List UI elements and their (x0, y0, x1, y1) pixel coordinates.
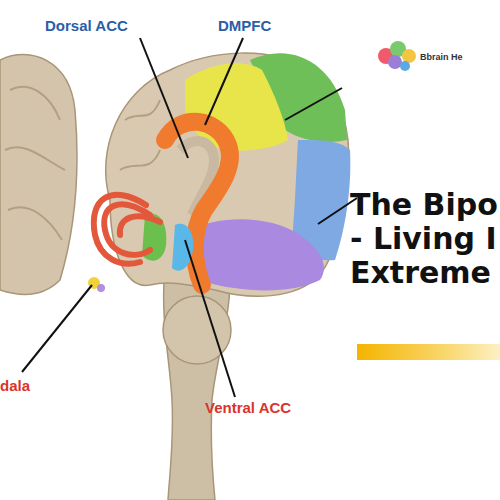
accent-bar (357, 344, 500, 360)
region-label: DMPFC (218, 18, 271, 35)
leader-line (22, 38, 357, 397)
region-label: dala (0, 378, 30, 395)
region-label: Dorsal ACC (45, 18, 128, 35)
brainstem (164, 265, 230, 500)
amygdala (97, 284, 105, 292)
logo-icon (378, 41, 416, 71)
acc-arc (165, 122, 230, 285)
light-blue-region (172, 224, 193, 271)
gyrus-line (120, 100, 160, 170)
gyrus-line (5, 87, 65, 240)
side-brain (0, 54, 77, 294)
logo-text: Bbrain He (420, 53, 463, 63)
hippocampus-loop (94, 195, 160, 264)
page-title: The Bipo - Living I Extreme (350, 188, 500, 290)
region-label: Ventral ACC (205, 400, 291, 417)
